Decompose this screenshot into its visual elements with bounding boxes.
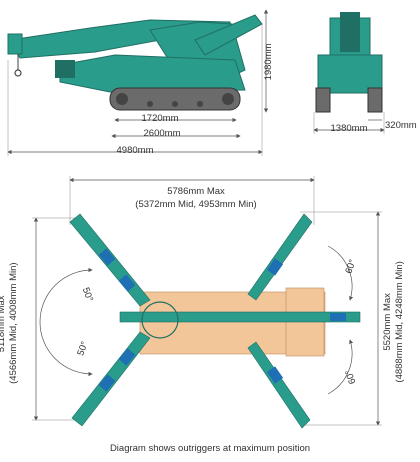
dim-front-width: 1380mm [330, 123, 368, 134]
caption: Diagram shows outriggers at maximum posi… [109, 443, 311, 454]
right-height-max: 5520mm Max [382, 293, 394, 351]
dim-4980: 4980mm [116, 145, 154, 156]
right-height-sub: (4888mm Mid, 4248mm Min) [394, 261, 405, 383]
right-height-label: 5520mm Max (4888mm Mid, 4248mm Min) [382, 254, 406, 390]
outrigger-front-right [247, 213, 313, 301]
top-view [32, 176, 382, 429]
top-slewing-ring [141, 301, 179, 339]
span-width-max: 5786mm Max [167, 186, 225, 197]
front-view [313, 12, 385, 134]
side-hook [14, 69, 22, 77]
left-height-sub: (4566mm Mid, 4008mm Min) [8, 262, 19, 384]
side-seat [55, 60, 75, 78]
dim-height: 1980mm [263, 43, 275, 81]
front-track-right [367, 87, 383, 113]
top-boom [119, 311, 361, 323]
side-boom-head [7, 33, 23, 55]
front-track-left [315, 87, 331, 113]
left-height-label: 5118mm Max (4566mm Mid, 4008mm Min) [0, 262, 20, 384]
dim-2600: 2600mm [143, 128, 181, 139]
side-view [7, 9, 269, 156]
left-height-max: 5118mm Max [0, 295, 8, 353]
span-width-sub: (5372mm Mid, 4953mm Min) [135, 199, 257, 210]
side-track [109, 87, 241, 111]
front-body [317, 54, 383, 94]
outrigger-rear-right [247, 341, 311, 429]
front-mast [340, 12, 360, 52]
dim-track-height: 320mm [385, 120, 417, 131]
dim-1720: 1720mm [141, 113, 179, 124]
side-body [59, 54, 246, 93]
